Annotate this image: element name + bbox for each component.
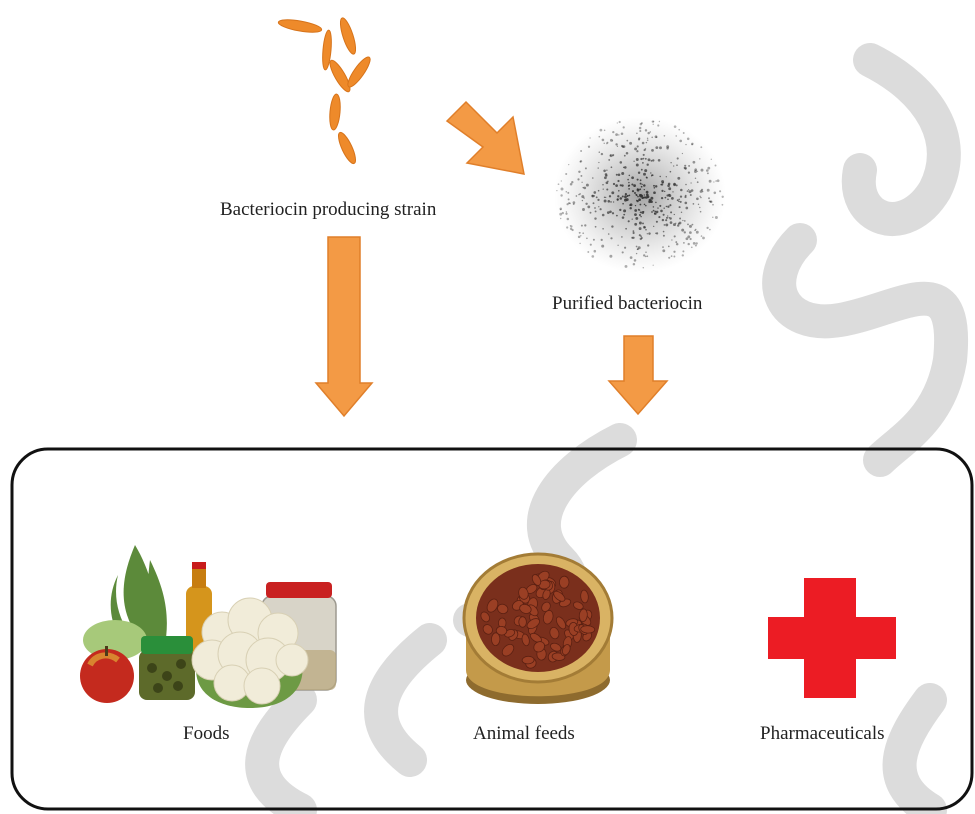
label-pharmaceuticals: Pharmaceuticals <box>760 723 885 745</box>
label-animal-feeds: Animal feeds <box>473 723 575 745</box>
label-bacteriocin-producing-strain: Bacteriocin producing strain <box>220 199 436 221</box>
label-purified-bacteriocin: Purified bacteriocin <box>552 293 702 315</box>
label-foods: Foods <box>183 723 229 745</box>
